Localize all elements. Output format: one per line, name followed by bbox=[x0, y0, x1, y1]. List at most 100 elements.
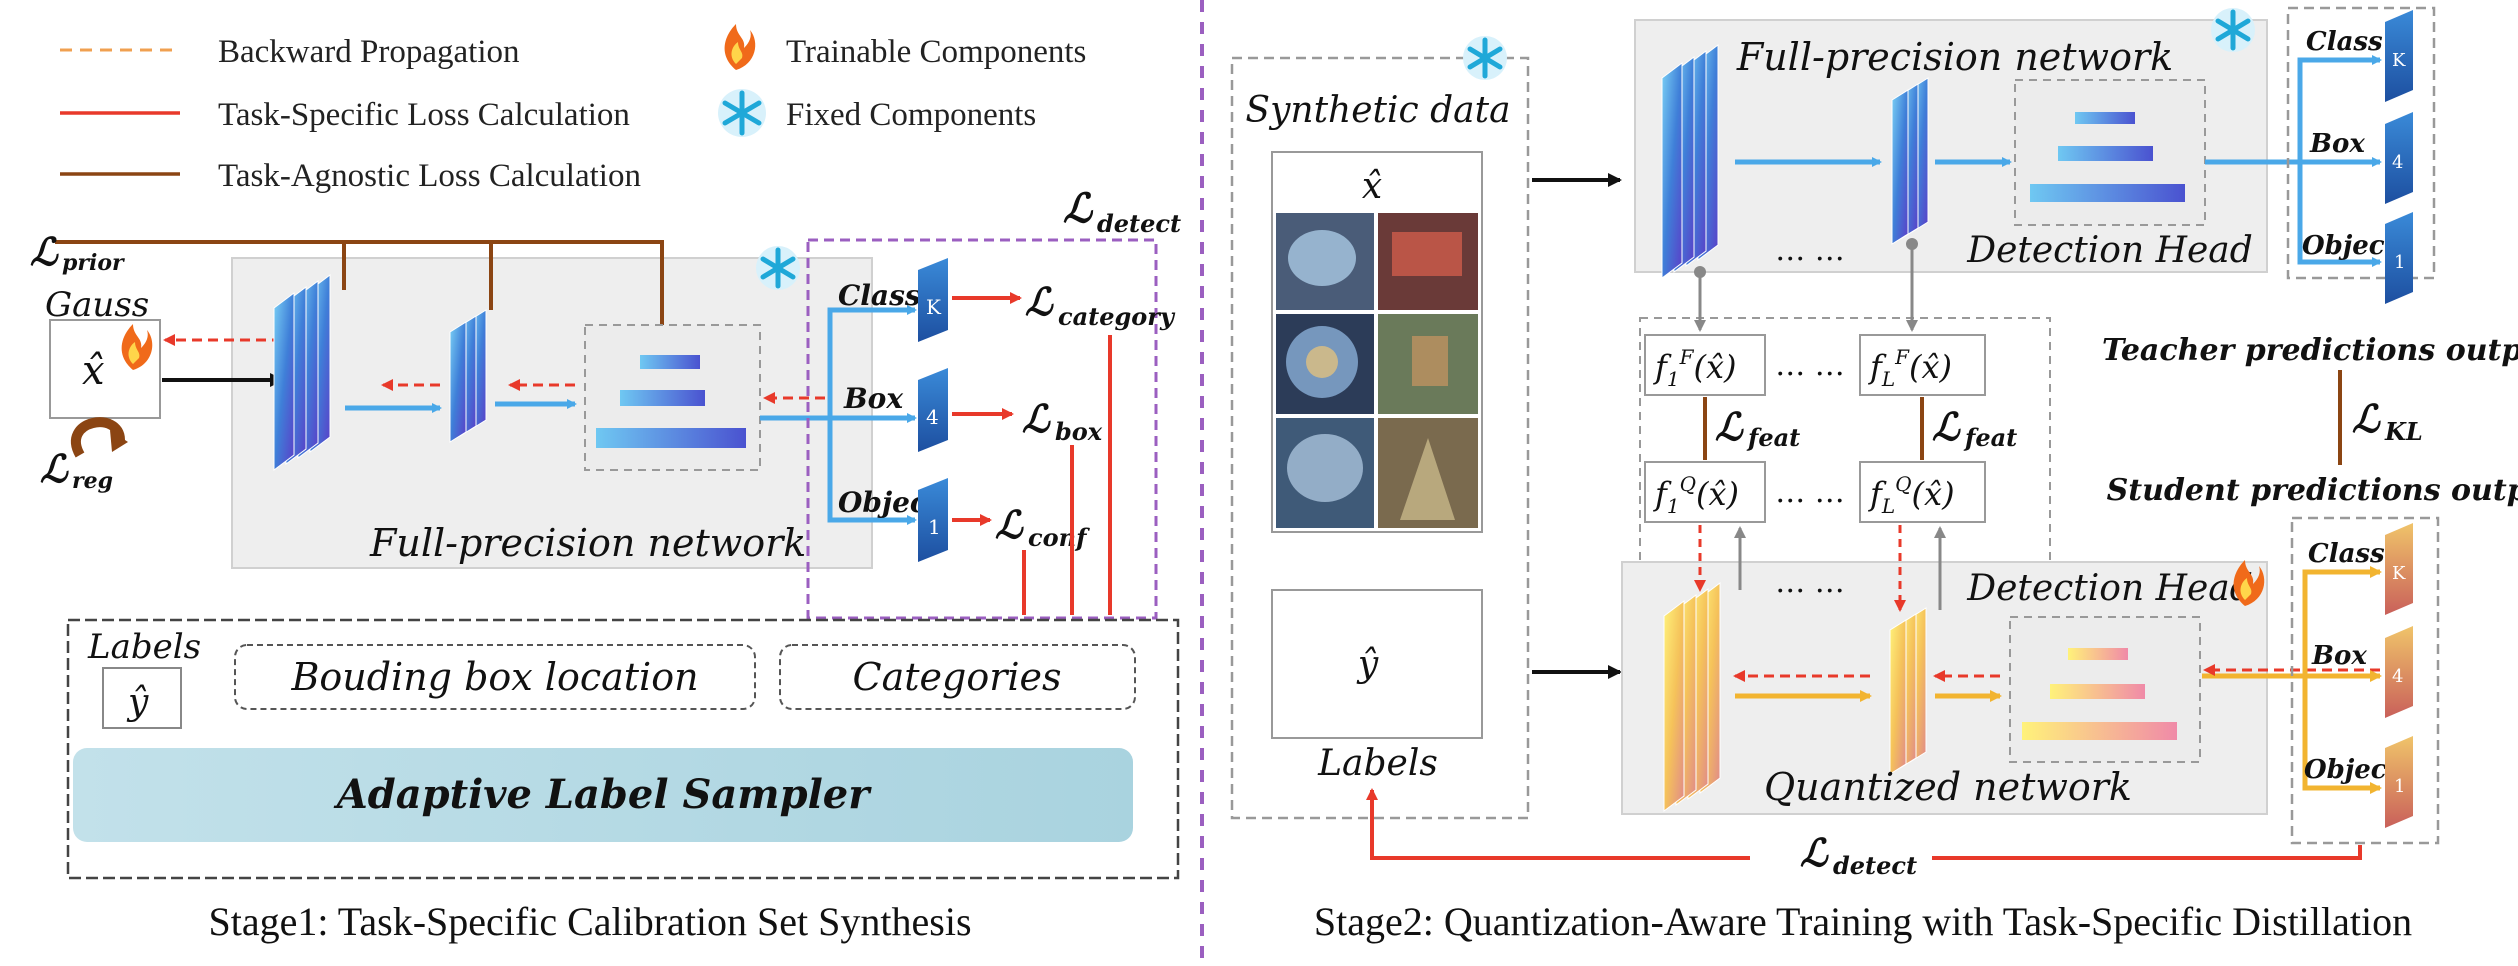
student-badge-1: 1 bbox=[2385, 736, 2413, 828]
loss-category-sub: category bbox=[1058, 302, 1176, 331]
bbox-location-box bbox=[234, 644, 756, 710]
bbox-location-label: Bouding box location bbox=[290, 655, 698, 699]
fLQ-label: fLQ(x̂) bbox=[1868, 472, 1955, 518]
student-predictions-label: Student predictions output bbox=[2107, 473, 2518, 508]
feat-dots-top: … … bbox=[1775, 348, 1845, 383]
loss-kl-sub: KL bbox=[2384, 417, 2423, 446]
svg-text:K: K bbox=[926, 295, 942, 319]
teacher-badge-1: 1 bbox=[2385, 212, 2413, 304]
stage1: ℒ prior Gauss x̂ ℒ reg bbox=[30, 185, 1181, 944]
loss-conf-sub: conf bbox=[1028, 523, 1090, 552]
fLQ-box bbox=[1859, 461, 1986, 523]
snowflake-icon bbox=[2211, 8, 2255, 52]
student-object-label: Object bbox=[2304, 755, 2399, 785]
labels-title: Labels bbox=[87, 627, 201, 667]
loss-kl-symbol: ℒ bbox=[2352, 396, 2381, 441]
categories-label: Categories bbox=[853, 655, 1062, 699]
loss-detect-symbol: ℒ bbox=[1063, 185, 1094, 232]
synthetic-labels-box bbox=[1271, 589, 1483, 739]
q-network-label: Quantized network bbox=[1764, 765, 2132, 809]
teacher-predictions-label: Teacher predictions output bbox=[2102, 333, 2518, 368]
stage2: Synthetic data x̂ ŷ Labels Full-precisio… bbox=[1230, 6, 2518, 944]
synthetic-image-grid bbox=[1276, 213, 1478, 528]
fp-network-label: Full-precision network bbox=[1736, 35, 2173, 79]
snowflake-icon bbox=[718, 89, 766, 137]
q-dots: … … bbox=[1775, 565, 1845, 600]
loss-conf-symbol: ℒ bbox=[995, 502, 1024, 547]
loss-detect2-symbol: ℒ bbox=[1800, 830, 1829, 875]
loss-box-symbol: ℒ bbox=[1022, 396, 1051, 441]
synthetic-y-hat: ŷ bbox=[1356, 644, 1379, 685]
loss-prior-sub: prior bbox=[62, 250, 125, 276]
reg-loop-arrow bbox=[71, 417, 125, 458]
s1-out-class-label: Class bbox=[838, 279, 921, 312]
fp-feature-stack-small bbox=[1891, 77, 1929, 245]
loss-reg-symbol: ℒ bbox=[40, 446, 69, 491]
synthetic-data-box bbox=[1230, 56, 1530, 820]
gauss-input-box bbox=[49, 319, 161, 419]
fire-icon bbox=[121, 324, 153, 370]
teacher-class-label: Class bbox=[2306, 27, 2383, 57]
synthetic-data-label: Synthetic data bbox=[1245, 90, 1510, 131]
adaptive-label-sampler bbox=[73, 748, 1133, 842]
teacher-badge-4: 4 bbox=[2385, 112, 2413, 204]
student-badge-4: 4 bbox=[2385, 626, 2413, 718]
stage1-head-bars bbox=[596, 355, 746, 448]
stage1-feature-stack-small bbox=[449, 309, 487, 443]
q-feature-stack-small bbox=[1889, 607, 1927, 775]
loss-feat-sub-1: feat bbox=[1746, 423, 1800, 452]
legend: Backward Propagation Task-Specific Loss … bbox=[60, 24, 1086, 194]
loss-feat-symbol-2: ℒ bbox=[1932, 404, 1961, 449]
student-badge-k: K bbox=[2385, 523, 2413, 615]
teacher-output-box bbox=[2286, 6, 2436, 280]
teacher-box-label: Box bbox=[2309, 129, 2365, 159]
stage1-output-box bbox=[806, 238, 1158, 620]
svg-text:K: K bbox=[2392, 563, 2406, 584]
legend-fixed: Fixed Components bbox=[786, 97, 1036, 133]
gauss-label: Gauss bbox=[45, 285, 149, 325]
y-hat-box bbox=[102, 667, 182, 729]
s1-out-box-label: Box bbox=[843, 382, 903, 415]
feature-loss-box bbox=[1639, 317, 2051, 569]
loss-detect2-sub: detect bbox=[1833, 851, 1917, 880]
svg-text:4: 4 bbox=[2392, 666, 2403, 687]
teacher-object-label: Object bbox=[2302, 231, 2397, 261]
categories-box bbox=[779, 644, 1136, 710]
stage1-network-bg bbox=[231, 257, 873, 569]
s1-badge-k: K bbox=[918, 258, 948, 342]
stage2-caption: Stage2: Quantization-Aware Training with… bbox=[1314, 899, 2412, 944]
snowflake-icon bbox=[756, 246, 800, 290]
fire-icon bbox=[2233, 560, 2265, 606]
f1Q-label: f1Q(x̂) bbox=[1653, 472, 1739, 518]
loss-feat-sub-2: feat bbox=[1963, 423, 2017, 452]
stage1-caption: Stage1: Task-Specific Calibration Set Sy… bbox=[208, 899, 971, 944]
q-feature-stack-large bbox=[1663, 582, 1721, 812]
y-hat: ŷ bbox=[126, 682, 149, 723]
q-detection-head-label: Detection Head bbox=[1966, 568, 2253, 609]
legend-backward: Backward Propagation bbox=[218, 34, 520, 70]
sampler-label: Adaptive Label Sampler bbox=[333, 771, 873, 818]
svg-text:1: 1 bbox=[2394, 776, 2405, 797]
loss-prior-symbol: ℒ bbox=[30, 229, 59, 274]
student-class-label: Class bbox=[2308, 539, 2385, 569]
synthetic-labels-label: Labels bbox=[1317, 743, 1438, 784]
fLF-box bbox=[1859, 334, 1986, 396]
f1F-box bbox=[1644, 334, 1766, 396]
loss-box-sub: box bbox=[1055, 417, 1103, 446]
f1Q-box bbox=[1644, 461, 1766, 523]
legend-task-specific: Task-Specific Loss Calculation bbox=[218, 97, 630, 133]
s1-badge-1: 1 bbox=[918, 478, 948, 562]
legend-task-agnostic: Task-Agnostic Loss Calculation bbox=[218, 158, 641, 194]
student-box-label: Box bbox=[2311, 641, 2367, 671]
teacher-badge-k: K bbox=[2385, 10, 2413, 102]
loss-feat-symbol-1: ℒ bbox=[1715, 404, 1744, 449]
snowflake-icon bbox=[1463, 36, 1507, 80]
f1F-label: f1F(x̂) bbox=[1653, 345, 1736, 391]
label-sampler-box bbox=[66, 618, 1180, 880]
synthetic-x-hat: x̂ bbox=[1362, 166, 1382, 207]
svg-text:4: 4 bbox=[2392, 152, 2403, 173]
feat-dots-bottom: … … bbox=[1775, 475, 1845, 510]
svg-text:4: 4 bbox=[926, 405, 939, 429]
